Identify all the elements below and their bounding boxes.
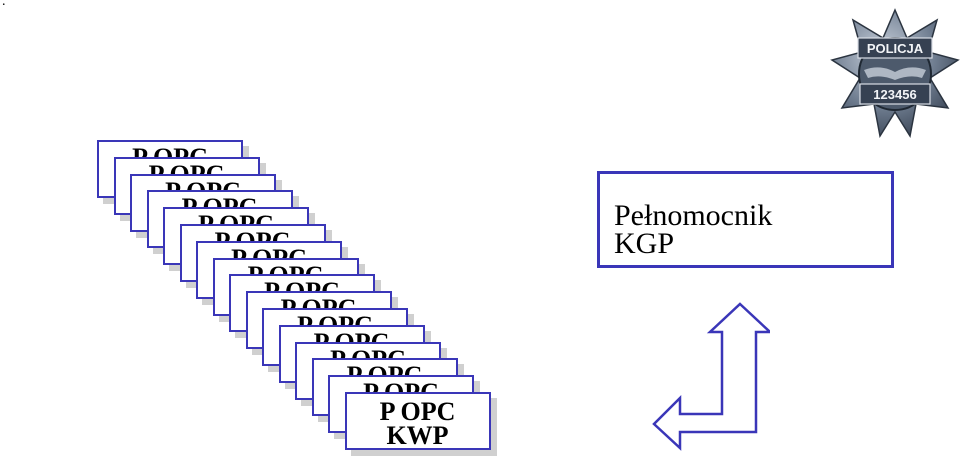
badge-number: 123456 (873, 87, 916, 102)
kgp-line2: KGP (614, 227, 675, 260)
kgp-line1: Pełnomocnik (614, 199, 773, 232)
up-left-arrow-icon (652, 302, 770, 451)
card-front-line1: P OPC (379, 397, 456, 426)
card-front-kwp: P OPC KWP (344, 392, 491, 450)
decor-dot: . (2, 0, 6, 9)
badge-word: POLICJA (867, 41, 924, 56)
police-star-badge-icon: POLICJA 123456 (830, 8, 960, 138)
kgp-box: Pełnomocnik KGP (597, 171, 894, 268)
card-front-line2: KWP (386, 421, 449, 450)
